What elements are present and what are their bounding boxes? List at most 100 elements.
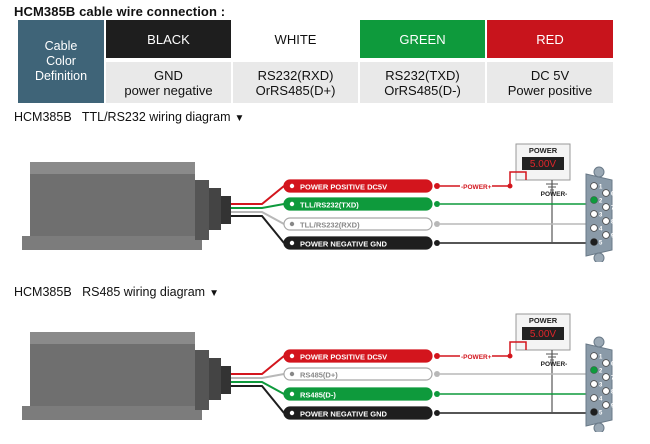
ttl-wire-fanout-2 <box>231 211 285 225</box>
ttl-wire-pill-2 <box>283 217 433 231</box>
ttl-db9-pin-label-2: 2 <box>599 199 603 205</box>
ttl-wire-pill-1 <box>283 197 433 211</box>
definition-black-line-1: GND <box>154 67 183 83</box>
definition-red-line-2: Power positive <box>507 82 593 98</box>
rs485-db9-pin-5-active <box>590 408 598 416</box>
rs485-power-plus-label: -POWER+ <box>461 354 492 361</box>
rs485-db9-pin-7 <box>602 373 610 381</box>
rs485-db9-screw-top-icon <box>593 336 605 348</box>
ttl-wire-end-dot-0 <box>434 183 440 189</box>
ttl-wire-label-2: TLL/RS232(RXD) <box>283 217 433 231</box>
ttl-wire-end-dot-2 <box>434 221 440 227</box>
ttl-db9-pin-2-active <box>590 196 598 204</box>
ttl-power-plus-dot-icon <box>507 183 513 189</box>
rs485-wire-end-dot-3 <box>434 410 440 416</box>
ttl-wiring-diagram: POWER POSITIVE DC5VTLL/RS232(TXD)TLL/RS2… <box>22 143 615 262</box>
rs485-wire-dot-icon-2 <box>289 391 295 397</box>
rs485-db9-pin-label-9: 9 <box>611 404 615 410</box>
ttl-sensor-cable-boot <box>221 196 231 224</box>
ttl-db9-pin-label-3: 3 <box>599 213 603 219</box>
ttl-db9-pin-label-6: 6 <box>611 192 615 198</box>
ttl-sensor-base-plate <box>22 236 202 250</box>
page-title: HCM385B cable wire connection : <box>14 4 226 19</box>
ttl-db9-pin-label-5: 5 <box>599 241 603 247</box>
ttl-wire-label-0: POWER POSITIVE DC5V <box>283 179 433 193</box>
rs485-db9-screw-bottom-icon <box>593 422 605 432</box>
rs485-db9-pin-9 <box>602 401 610 409</box>
ttl-db9-pin-9 <box>602 231 610 239</box>
ttl-sensor-top-face <box>30 162 195 174</box>
rs485-wire-label-3: POWER NEGATIVE GND <box>283 406 433 420</box>
ttl-power-plus-label: -POWER+ <box>461 184 492 191</box>
definition-header-line-1: Cable <box>44 39 78 53</box>
ttl-wire-dot-icon-2 <box>289 221 295 227</box>
ttl-db9-pin-label-8: 8 <box>611 220 615 226</box>
ttl-section-title: HCM385B TTL/RS232 wiring diagram▼ <box>14 110 244 124</box>
rs485-db9-pin-label-7: 7 <box>611 376 615 382</box>
definition-black-line-2: power negative <box>124 82 213 98</box>
definition-white-line-1: RS232(RXD) <box>257 67 334 83</box>
ttl-wire-label-text-2: TLL/RS232(RXD) <box>300 220 360 229</box>
ttl-section-title-text: HCM385B TTL/RS232 wiring diagram <box>14 110 231 124</box>
rs485-sensor-cable-boot <box>221 366 231 394</box>
ttl-db9-screw-bottom-icon <box>593 252 605 262</box>
rs485-db9-pin-label-4: 4 <box>599 397 603 403</box>
rs485-sensor-body <box>30 332 195 414</box>
rs485-ground-icon <box>546 353 558 361</box>
definition-green-line-1: RS232(TXD) <box>385 67 460 83</box>
rs485-power-supply: POWER 5.00V <box>515 313 571 351</box>
ttl-db9-pin-5-active <box>590 238 598 246</box>
rs485-section-title: HCM385B RS485 wiring diagram▼ <box>14 285 219 299</box>
rs485-db9-pin-label-2: 2 <box>599 369 603 375</box>
rs485-wire-label-text-0: POWER POSITIVE DC5V <box>300 352 387 361</box>
rs485-db9-pin-4 <box>590 394 598 402</box>
triangle-down-icon: ▼ <box>234 113 245 124</box>
rs485-wire-fanout-0 <box>231 355 285 375</box>
rs485-power-plus-wire <box>492 341 527 357</box>
ttl-db9-pin-4 <box>590 224 598 232</box>
ttl-wire-label-text-0: POWER POSITIVE DC5V <box>300 182 387 191</box>
ttl-wire-dot-icon-3 <box>289 240 295 246</box>
ttl-wire-end-dot-3 <box>434 240 440 246</box>
ttl-sensor-cable-gland <box>195 180 209 240</box>
definition-white: RS232(RXD) OrRS485(D+) <box>233 62 358 103</box>
ttl-wire-fanout-3 <box>231 215 285 244</box>
color-header-black: BLACK <box>106 20 231 58</box>
ttl-wire-pill-0 <box>283 179 433 193</box>
rs485-db9-pin-label-3: 3 <box>599 383 603 389</box>
rs485-power-supply-display <box>522 327 564 340</box>
ttl-wire-dot-icon-1 <box>289 201 295 207</box>
definition-green: RS232(TXD) OrRS485(D-) <box>360 62 485 103</box>
rs485-power-supply-reading: 5.00V <box>530 329 556 340</box>
rs485-wiring-diagram: POWER POSITIVE DC5V RS485(D+) RS485(D-) POW… <box>22 313 615 432</box>
ttl-wire-end-dot-1 <box>434 201 440 207</box>
rs485-db9-pin-6 <box>602 359 610 367</box>
cable-color-table: Cable Color Definition BLACK WHITE GREEN… <box>18 20 613 103</box>
rs485-wire-end-dot-1 <box>434 371 440 377</box>
rs485-wire-pill-1 <box>283 367 433 381</box>
rs485-wire-label-0: POWER POSITIVE DC5V <box>283 349 433 363</box>
rs485-wire-fanout-3 <box>231 385 285 414</box>
color-header-white: WHITE <box>233 20 358 58</box>
ttl-wire-fanout-1 <box>231 203 285 209</box>
ttl-sensor-body <box>30 162 195 244</box>
rs485-sensor-base-plate <box>22 406 202 420</box>
ttl-db9-pin-label-1: 1 <box>599 185 603 191</box>
rs485-wire-fanout-1 <box>231 373 285 379</box>
ttl-wire-label-text-3: POWER NEGATIVE GND <box>300 239 388 248</box>
rs485-db9-pin-label-6: 6 <box>611 362 615 368</box>
rs485-power-minus-label: POWER- <box>541 361 568 368</box>
triangle-down-icon: ▼ <box>209 288 219 299</box>
ttl-wire-dot-icon-0 <box>289 183 295 189</box>
rs485-wire-label-text-1: RS485(D+) <box>300 370 338 379</box>
rs485-sensor-cable-gland <box>195 350 209 410</box>
ttl-db9-pin-8 <box>602 217 610 225</box>
rs485-wire-label-text-2: RS485(D-) <box>300 390 336 399</box>
definition-header-line-3: Definition <box>34 69 88 83</box>
ttl-db9-pin-label-7: 7 <box>611 206 615 212</box>
ttl-db9-pin-label-9: 9 <box>611 234 615 240</box>
rs485-power-supply-title: POWER <box>529 316 558 325</box>
